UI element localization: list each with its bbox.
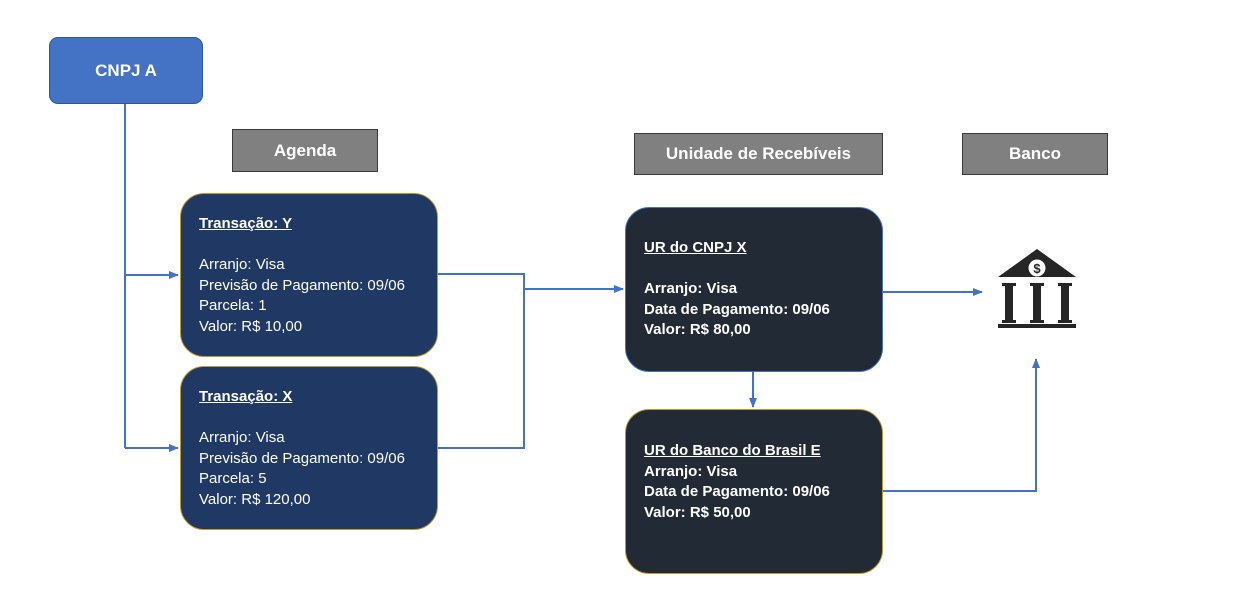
connector-transacao-y-out [438,273,525,449]
unidade-recebiveis-header: Unidade de Recebíveis [634,133,883,175]
bank-icon: $ [998,249,1076,328]
ur-banco-do-brasil-card: UR do Banco do Brasil E Arranjo: Visa Da… [625,409,883,574]
transacao-y-title: Transação: Y [199,215,293,232]
ur-cnpj-x-data: Data de Pagamento: 09/06 [644,300,830,318]
agenda-header-label: Agenda [273,140,337,160]
transacao-x-title: Transação: X [199,388,293,405]
transacao-y-card: Transação: Y Arranjo: Visa Previsão de P… [180,193,438,357]
transacao-y-arranjo: Arranjo: Visa [199,256,285,273]
banco-header-label: Banco [1009,144,1061,163]
transacao-x-parcela: Parcela: 5 [199,470,267,487]
transacao-x-card: Transação: X Arranjo: Visa Previsão de P… [180,366,438,530]
ur-banco-do-brasil-arranjo: Arranjo: Visa [644,462,738,480]
ur-banco-do-brasil-valor: Valor: R$ 50,00 [644,503,751,521]
arrow-ur-bb-to-bank [883,358,1040,492]
transacao-y-valor: Valor: R$ 10,00 [199,317,303,335]
cnpj-a-node: CNPJ A [49,37,203,104]
svg-text:$: $ [1033,261,1041,276]
ur-cnpj-x-title: UR do CNPJ X [644,239,747,256]
ur-banco-do-brasil-data: Data de Pagamento: 09/06 [644,483,830,500]
ur-cnpj-x-valor: Valor: R$ 80,00 [644,321,751,338]
unidade-recebiveis-header-label: Unidade de Recebíveis [665,144,852,163]
transacao-y-parcela: Parcela: 1 [199,297,267,314]
transacao-x-previsao: Previsão de Pagamento: 09/06 [199,449,405,467]
cnpj-a-label: CNPJ A [95,60,157,80]
ur-cnpj-x-arranjo: Arranjo: Visa [644,280,738,297]
transacao-x-valor: Valor: R$ 120,00 [199,490,311,508]
ur-cnpj-x-card: UR do CNPJ X Arranjo: Visa Data de Pagam… [625,207,883,372]
ur-banco-do-brasil-title: UR do Banco do Brasil E [644,442,821,459]
transacao-x-arranjo: Arranjo: Visa [199,429,285,446]
agenda-header: Agenda [232,129,378,172]
transacao-y-previsao: Previsão de Pagamento: 09/06 [199,276,405,294]
banco-header: Banco [962,133,1108,175]
